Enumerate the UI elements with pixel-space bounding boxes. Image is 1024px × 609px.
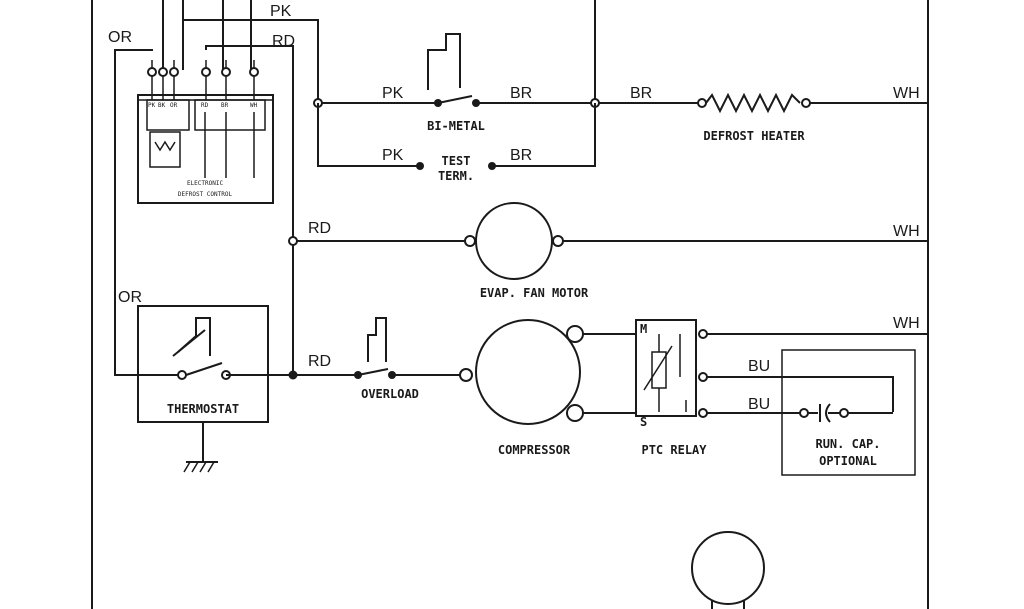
electronic-defrost-control: PK BK OR RD BR WH ELECTRONIC DEFROST CON…: [137, 60, 274, 204]
control-terminals: [147, 60, 259, 100]
terminal-label: PK: [148, 102, 156, 109]
terminal-label: BK: [158, 102, 166, 109]
thermostat: THERMOSTAT: [137, 305, 293, 473]
bimetal-label: BI-METAL: [427, 119, 485, 133]
terminal-label: RD: [201, 102, 209, 109]
run-cap-label-1: RUN. CAP.: [815, 437, 880, 451]
run-cap-label-2: OPTIONAL: [819, 454, 877, 468]
relay-coil-symbol: [149, 131, 181, 168]
wire-label-wh-heater: WH: [893, 85, 920, 102]
wire-label-bu-lower: BU: [748, 396, 770, 413]
wire-label-pk-bimetal: PK: [382, 85, 404, 102]
wire-label-wh-fan: WH: [893, 223, 920, 240]
terminal-label: OR: [170, 102, 178, 109]
terminal-label: WH: [250, 102, 258, 109]
control-feed-wires: [114, 0, 596, 376]
test-term-label-1: TEST: [442, 154, 471, 168]
evap-fan-motor-label: EVAP. FAN MOTOR: [480, 286, 589, 300]
wire-label-wh-compressor: WH: [893, 315, 920, 332]
wire-label-rd: RD: [272, 33, 295, 50]
evap-fan-motor: [475, 202, 553, 280]
ground-icon: [183, 422, 218, 473]
bimetal-switch: [427, 33, 480, 107]
wire-label-br-heater: BR: [630, 85, 652, 102]
ptc-m-label: M: [640, 322, 647, 336]
compressor: [475, 319, 581, 425]
wire-label-br-bimetal: BR: [510, 85, 532, 102]
defrost-circuit: PK BR BR WH BI-METAL DEFROST HEATER: [313, 33, 928, 143]
defrost-heater-label: DEFROST HEATER: [703, 129, 805, 143]
wire-label-br-test: BR: [510, 147, 532, 164]
partial-motor-symbol: [691, 531, 765, 609]
test-terminal-circuit: PK BR TEST TERM.: [317, 103, 596, 183]
terminal-label: BR: [221, 102, 229, 109]
wire-label-rd-overload: RD: [308, 353, 331, 370]
overload-switch: [354, 317, 396, 379]
wire-label-pk: PK: [270, 3, 292, 20]
ptc-s-label: S: [640, 415, 647, 429]
compressor-label: COMPRESSOR: [498, 443, 571, 457]
control-label-1: ELECTRONIC: [187, 180, 224, 187]
run-capacitor: RUN. CAP. OPTIONAL: [781, 349, 916, 476]
evap-fan-circuit: RD WH EVAP. FAN MOTOR: [288, 202, 928, 300]
wire-label-or: OR: [108, 29, 132, 46]
compressor-circuit: RD OVERLOAD COMPRESSOR: [288, 317, 636, 457]
test-term-label-2: TERM.: [438, 169, 474, 183]
thermostat-label: THERMOSTAT: [167, 402, 239, 416]
ptc-relay: M S WH BU BU PTC RELAY: [635, 315, 928, 457]
wire-label-pk-test: PK: [382, 147, 404, 164]
diagram-frame: [91, 0, 929, 609]
wire-label-bu-upper: BU: [748, 358, 770, 375]
defrost-heater: [697, 92, 811, 114]
ptc-relay-label: PTC RELAY: [641, 443, 707, 457]
wire-label-rd-fan: RD: [308, 220, 331, 237]
wire-label-or-mid: OR: [118, 289, 142, 306]
control-label-2: DEFROST CONTROL: [178, 191, 233, 198]
overload-label: OVERLOAD: [361, 387, 419, 401]
